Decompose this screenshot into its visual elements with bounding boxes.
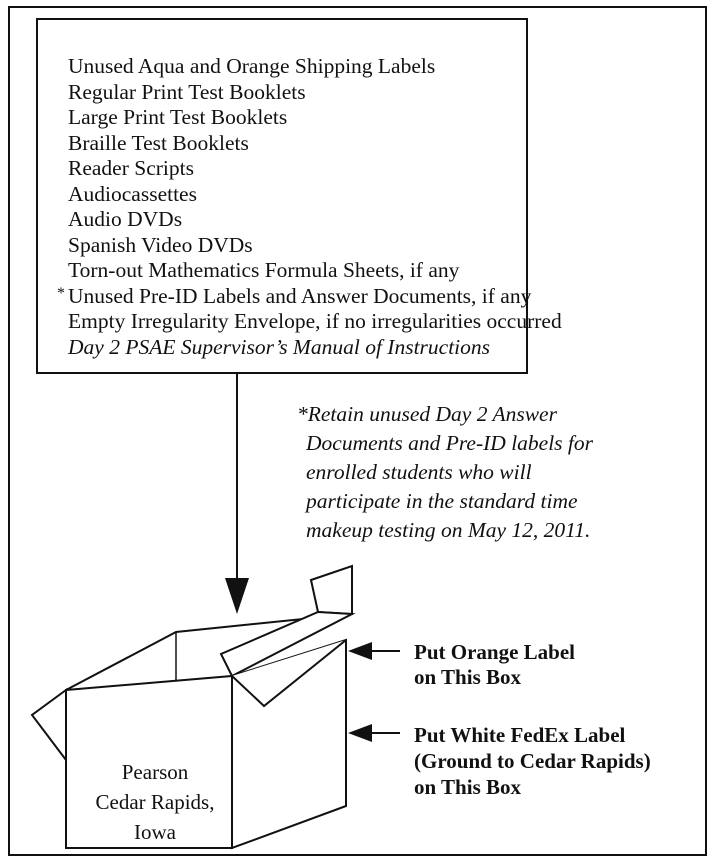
list-item-manual-title: Day 2 PSAE Supervisor’s Manual of Instru… [68,334,491,359]
note-line: Documents and Pre-ID labels for [306,431,594,455]
box-label-line: Pearson [121,760,189,784]
note-line: makeup testing on May 12, 2011. [306,518,591,542]
list-item: Braille Test Booklets [68,130,249,155]
asterisk-marker: * [57,284,65,302]
box-left-flap [30,688,67,763]
list-item: Audio DVDs [68,207,183,231]
list-item: Torn-out Mathematics Formula Sheets, if … [68,258,460,282]
note-line: enrolled students who will [306,460,532,484]
contents-list-box: Unused Aqua and Orange Shipping Labels R… [36,18,562,374]
box-back-right-flap [309,564,353,616]
orange-label-line: on This Box [414,665,521,689]
note-line: *Retain unused Day 2 Answer [297,402,557,426]
orange-label-instruction: Put Orange Label on This Box [414,640,575,690]
fedex-label-arrow-head [348,724,372,742]
note-line: participate in the standard time [306,489,578,513]
fedex-label-instruction: Put White FedEx Label (Ground to Cedar R… [414,722,651,800]
box-front-flap [219,610,356,678]
list-item-text: Unused Pre-ID Labels and Answer Document… [68,283,532,308]
box-address-label: Pearson Cedar Rapids, Iowa [80,757,230,847]
list-item: Empty Irregularity Envelope, if no irreg… [68,309,562,333]
box-right-flap-edge [231,639,347,708]
box-label-line: Cedar Rapids, [95,790,215,814]
retain-note: *Retain unused Day 2 Answer Documents an… [297,400,715,545]
list-item: Audiocassettes [68,181,197,206]
list-item: Regular Print Test Booklets [68,79,306,104]
list-item: Large Print Test Booklets [68,105,288,129]
list-item: Reader Scripts [68,156,194,180]
fedex-label-line: Put White FedEx Label [414,723,626,747]
fedex-label-line: on This Box [414,775,521,799]
list-item-with-asterisk: * Unused Pre-ID Labels and Answer Docume… [57,283,562,310]
box-label-line: Iowa [134,820,176,844]
orange-label-arrow-head [348,642,372,660]
list-item: Spanish Video DVDs [68,232,253,257]
diagram-frame [8,6,707,856]
list-item: Unused Aqua and Orange Shipping Labels [68,54,436,78]
contents-list: Unused Aqua and Orange Shipping Labels R… [57,54,562,360]
fedex-label-line: (Ground to Cedar Rapids) [414,749,651,773]
down-arrow-head [225,578,249,614]
orange-label-line: Put Orange Label [414,640,575,664]
